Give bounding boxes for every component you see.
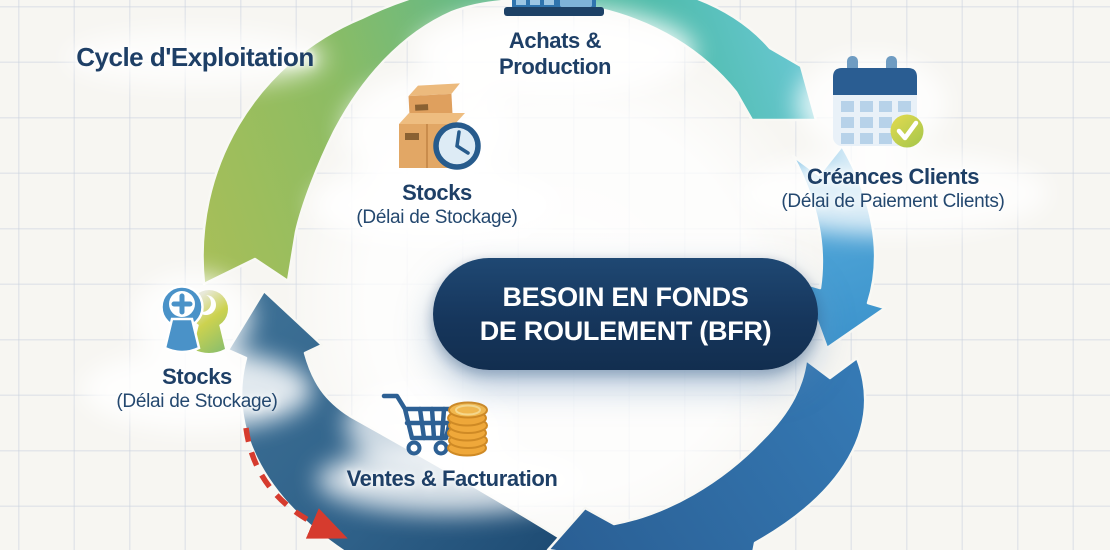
- bfr-center-badge: BESOIN EN FONDS DE ROULEMENT (BFR): [433, 258, 818, 370]
- node-stocks-gauche: Stocks (Délai de Stockage): [87, 364, 307, 414]
- diagram-title: Cycle d'Exploitation: [76, 42, 314, 72]
- node-creances-clients: Créances Clients (Délai de Paiement Clie…: [738, 164, 1048, 214]
- stocks-gauche-label: Stocks: [162, 364, 232, 389]
- creances-label: Créances Clients: [806, 164, 980, 189]
- stocks-gauche-sublabel: (Délai de Stockage): [116, 391, 278, 412]
- arc-arrow-green-teal: [201, 0, 818, 286]
- node-stocks-haut: Stocks (Délai de Stockage): [322, 180, 552, 230]
- creances-sublabel: (Délai de Paiement Clients): [781, 191, 1005, 212]
- boxes-clock-icon: [399, 83, 481, 170]
- inventory-cycle-icon: [160, 285, 228, 354]
- factory-terminal-icon: [504, 0, 604, 16]
- bfr-badge-line2: DE ROULEMENT (BFR): [479, 316, 772, 346]
- cart-coins-icon: [381, 393, 488, 457]
- stocks-haut-sublabel: (Délai de Stockage): [356, 207, 518, 228]
- arc-arrow-blue: [546, 356, 867, 550]
- coins-icon: [447, 401, 488, 457]
- stocks-haut-label: Stocks: [402, 180, 472, 205]
- achats-label-line1: Achats &: [508, 28, 602, 53]
- calendar-check-icon: [833, 56, 924, 148]
- bfr-badge-line1: BESOIN EN FONDS: [502, 282, 749, 312]
- ventes-label: Ventes & Facturation: [346, 466, 558, 491]
- achats-label-line2: Production: [498, 54, 612, 79]
- node-achats-production: Achats & Production: [450, 28, 660, 80]
- node-ventes-facturation: Ventes & Facturation: [327, 466, 577, 492]
